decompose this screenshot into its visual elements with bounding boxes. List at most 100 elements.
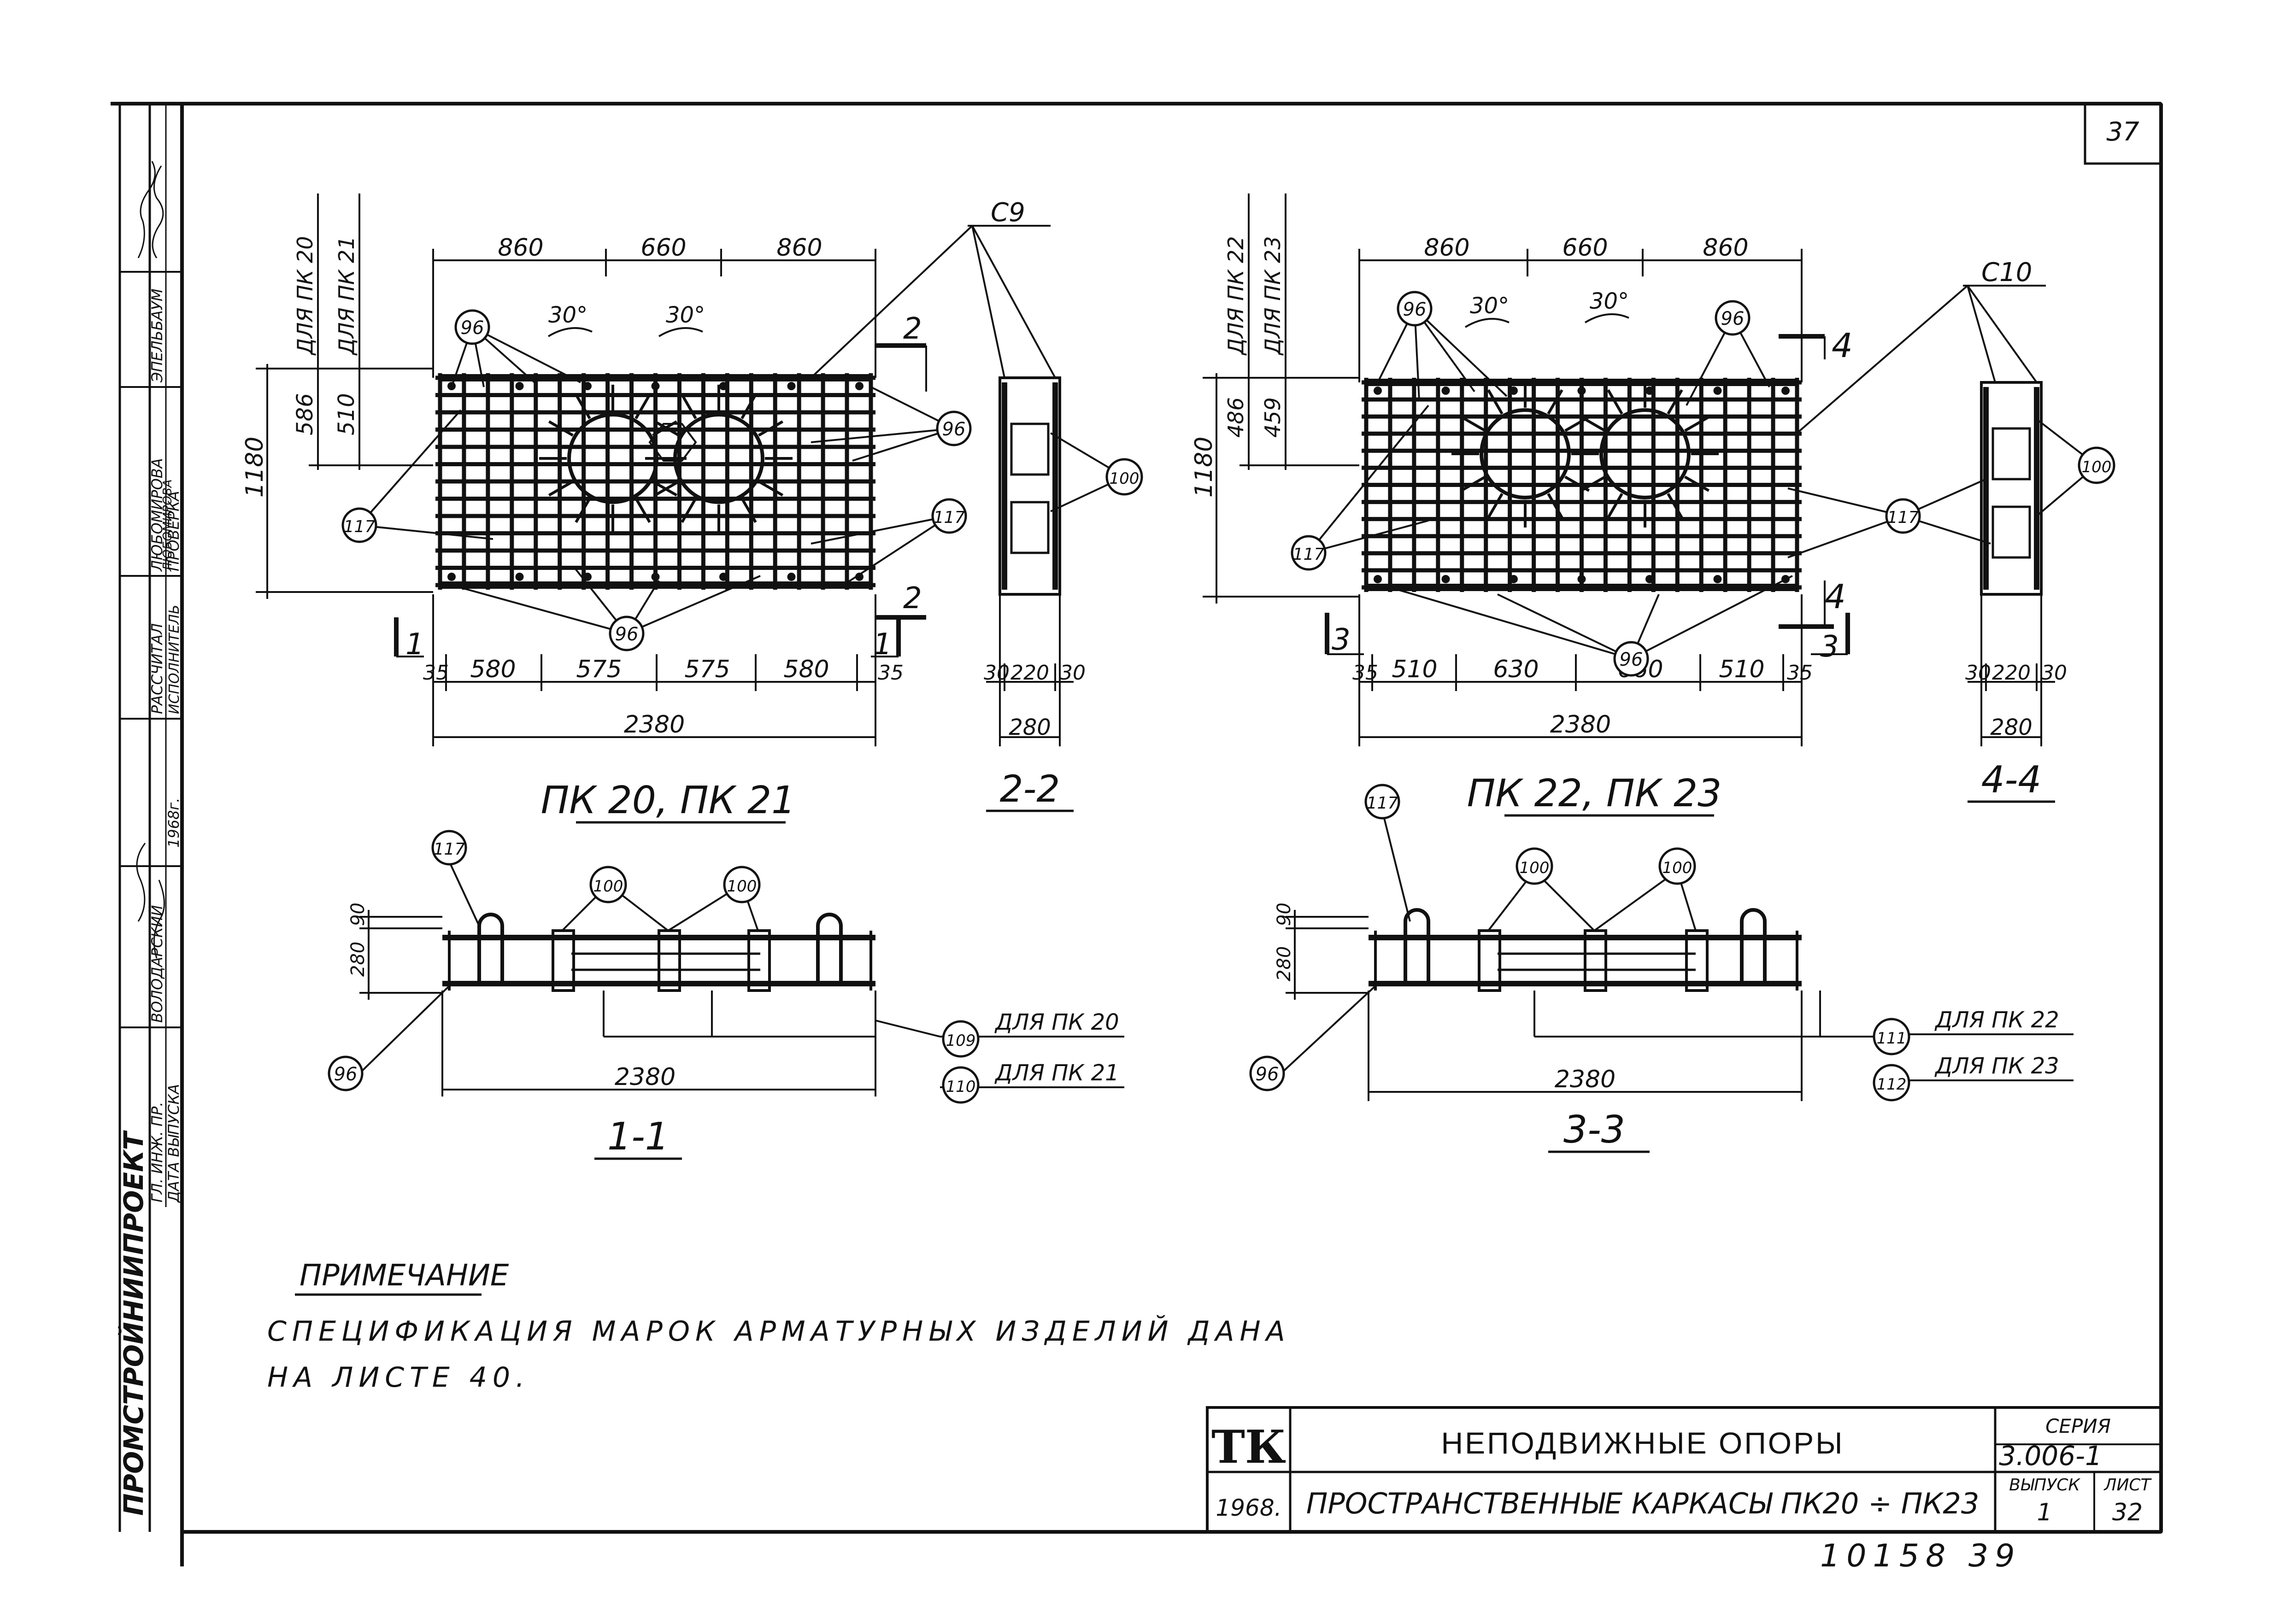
note: ПРИМЕЧАНИЕ СПЕЦИФИКАЦИЯ МАРОК АРМАТУРНЫХ… [267, 1259, 1285, 1394]
s33-callout-1-text: ДЛЯ ПК 22 [1934, 1007, 2059, 1033]
radial-rebar [1487, 389, 1504, 415]
pk20-section-2-top: 2 [903, 312, 922, 346]
mark-117-d: 117 [1885, 498, 1921, 534]
title-subtitle: ПРОСТРАНСТВЕННЫЕ КАРКАСЫ ПК20 ÷ ПК23 [1306, 1487, 1980, 1520]
radial-rebar [1684, 416, 1710, 432]
mark-96-c: 96 [609, 616, 645, 651]
pk20-label-pk20: ДЛЯ ПК 20 [293, 236, 317, 356]
rebar-dot [447, 573, 456, 581]
pk22-section-3-right: 3 [1820, 630, 1839, 664]
rebar-dot [651, 573, 660, 581]
pk22-angle-1: 30° [1470, 293, 1509, 319]
pk20-top-dim-3: 860 [776, 234, 822, 262]
view-section-3-3: 2380 90 280 3-3 ДЛЯ ПК 22 ДЛЯ ПК 23 [1274, 903, 2074, 1153]
rebar-dot [583, 573, 592, 581]
pk20-title: ПК 20, ПК 21 [541, 779, 796, 822]
svg-text:100: 100 [1662, 859, 1692, 877]
pk20-bot-dim-2: 580 [470, 656, 516, 683]
mark-96-e: 96 [1715, 300, 1751, 336]
pk20-bot-dim-3: 575 [576, 656, 622, 683]
issue-label: ВЫПУСК [2009, 1476, 2080, 1495]
pk20-label-pk21: ДЛЯ ПК 21 [334, 236, 359, 356]
radial-rebar [1580, 416, 1606, 432]
s33-total: 2380 [1555, 1066, 1615, 1093]
pk22-bot-dim-1: 35 [1352, 661, 1378, 685]
mark-111: 111 [1873, 1018, 1910, 1055]
s11-dim-90: 90 [347, 903, 369, 926]
svg-text:111: 111 [1877, 1029, 1907, 1048]
pk22-height: 1180 [1190, 437, 1218, 498]
s22-dim-2: 220 [1010, 661, 1049, 685]
rebar-dot [583, 382, 592, 390]
rebar-dot [1645, 575, 1654, 583]
stamp-name-lyubomirova-1: ЛЮБОМИРОВА [148, 458, 166, 572]
svg-text:100: 100 [2082, 458, 2112, 476]
mark-100-a: 100 [1105, 458, 1143, 496]
footer-number: 10158 39 [1820, 1538, 2021, 1574]
issue-value: 1 [2037, 1499, 2052, 1526]
mark-100-c: 100 [589, 866, 627, 903]
mark-bubbles: 96 96 117 117 96 100 96 96 117 96 117 10… [328, 291, 2115, 1104]
radial-rebar [548, 480, 574, 497]
s33-title: 3-3 [1563, 1108, 1625, 1152]
title-year: 1968. [1216, 1495, 1281, 1521]
svg-text:117: 117 [1887, 508, 1919, 527]
rebar-dot [1510, 575, 1518, 583]
s22-dim-1: 30 [984, 661, 1010, 685]
pk22-section-4-bottom: 4 [1825, 577, 1846, 616]
mark-110: 110 [942, 1066, 980, 1104]
radial-rebar [1667, 493, 1683, 519]
title-main: НЕПОДВИЖНЫЕ ОПОРЫ [1441, 1426, 1844, 1460]
pk22-left-dim-459: 459 [1260, 397, 1285, 438]
radial-rebar [575, 498, 591, 523]
view-pk20-pk21: 860 660 860 30° 30° 1180 586 510 ДЛЯ ПК … [241, 193, 1056, 824]
rebar-dot [1510, 387, 1518, 395]
s11-callout-2-text: ДЛЯ ПК 21 [994, 1060, 1119, 1086]
radial-rebar [1607, 389, 1623, 415]
sheet-frame [111, 102, 2163, 1566]
radial-rebar [1607, 493, 1623, 519]
s33-dim-90: 90 [1274, 903, 1295, 926]
radial-rebar [758, 420, 784, 437]
rebar-dot [1781, 387, 1790, 395]
mark-100-b: 100 [2078, 446, 2115, 484]
pk20-angle-1: 30° [548, 302, 587, 328]
pk20-section-1-left: 1 [405, 627, 424, 662]
s11-total: 2380 [615, 1063, 676, 1091]
radial-rebar [740, 498, 757, 523]
svg-text:100: 100 [593, 877, 623, 896]
pk22-bot-dim-5: 510 [1719, 656, 1764, 683]
pk22-bot-dim-6: 35 [1787, 661, 1813, 685]
stamp-name-volodarsky: ВОЛОДАРСКИЙ [148, 905, 166, 1023]
mark-117-f: 117 [1364, 784, 1400, 820]
svg-text:117: 117 [434, 840, 465, 859]
rebar-dot [855, 573, 864, 581]
mark-117-e: 117 [431, 830, 467, 866]
pk20-bot-dim-1: 35 [423, 661, 449, 685]
pk22-top-dim-3: 860 [1703, 234, 1748, 262]
radial-rebar [654, 480, 680, 497]
pk22-section-4-top: 4 [1832, 326, 1853, 365]
radial-rebar [575, 393, 591, 419]
view-section-2-2: 30 220 30 280 2-2 [984, 376, 1086, 812]
svg-text:100: 100 [1110, 469, 1140, 488]
rebar-dot [515, 573, 524, 581]
view-section-4-4: 30 220 30 280 4-4 [1965, 381, 2067, 803]
rebar-dot [1374, 575, 1382, 583]
s44-dim-1: 30 [1965, 661, 1991, 685]
radial-rebar [1667, 389, 1683, 415]
s11-callout-1-text: ДЛЯ ПК 20 [994, 1009, 1119, 1035]
radial-rebar [1684, 475, 1710, 492]
pk22-section-3-left: 3 [1332, 623, 1351, 657]
pk22-total: 2380 [1550, 711, 1611, 739]
radial-rebar [1580, 475, 1606, 492]
pk22-title: ПК 22, ПК 23 [1467, 772, 1722, 815]
pk20-bot-dim-5: 580 [783, 656, 829, 683]
note-line-2: НА ЛИСТЕ 40. [267, 1361, 530, 1394]
svg-text:110: 110 [946, 1078, 976, 1096]
mark-96-f: 96 [1613, 641, 1649, 677]
mark-117-b: 117 [341, 507, 377, 543]
rebar-dot [1441, 575, 1450, 583]
radial-rebar [1547, 493, 1563, 519]
svg-text:96: 96 [1403, 299, 1427, 320]
